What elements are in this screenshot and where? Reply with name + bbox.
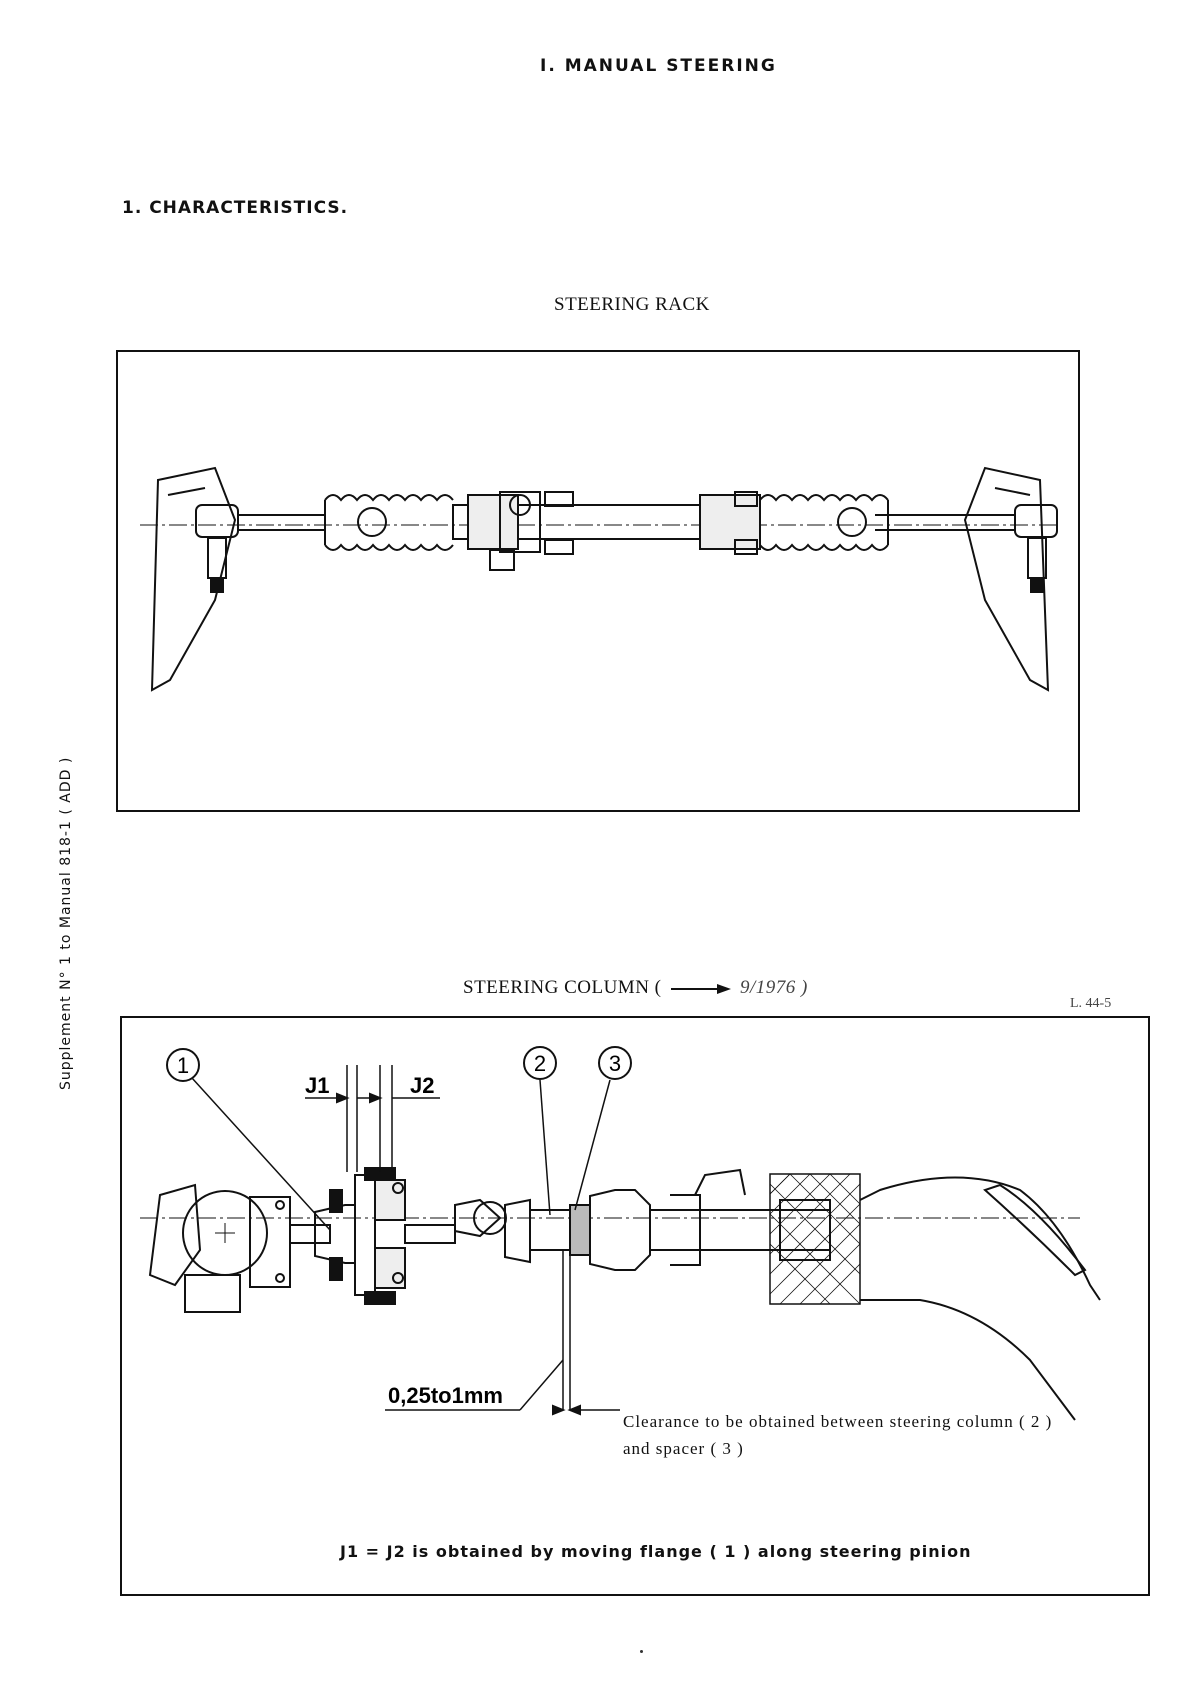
clearance-description-line2: and spacer ( 3 ) (623, 1435, 1123, 1462)
scan-dot (640, 1650, 643, 1653)
clearance-description-line1: Clearance to be obtained between steerin… (623, 1408, 1123, 1435)
clearance-description: Clearance to be obtained between steerin… (623, 1408, 1123, 1462)
steering-column-caption: STEERING COLUMN ( 9/1976 ) (463, 977, 808, 999)
column-caption-date: 9/1976 ) (740, 977, 808, 998)
figure-reference-code: L. 44-5 (1070, 996, 1111, 1012)
adjustment-note: J1 = J2 is obtained by moving flange ( 1… (340, 1542, 971, 1561)
steering-column-figure-frame (120, 1016, 1150, 1596)
column-caption-prefix: STEERING COLUMN ( (463, 977, 662, 998)
arrow-right-icon (671, 982, 731, 996)
steering-rack-drawing (140, 468, 1060, 690)
